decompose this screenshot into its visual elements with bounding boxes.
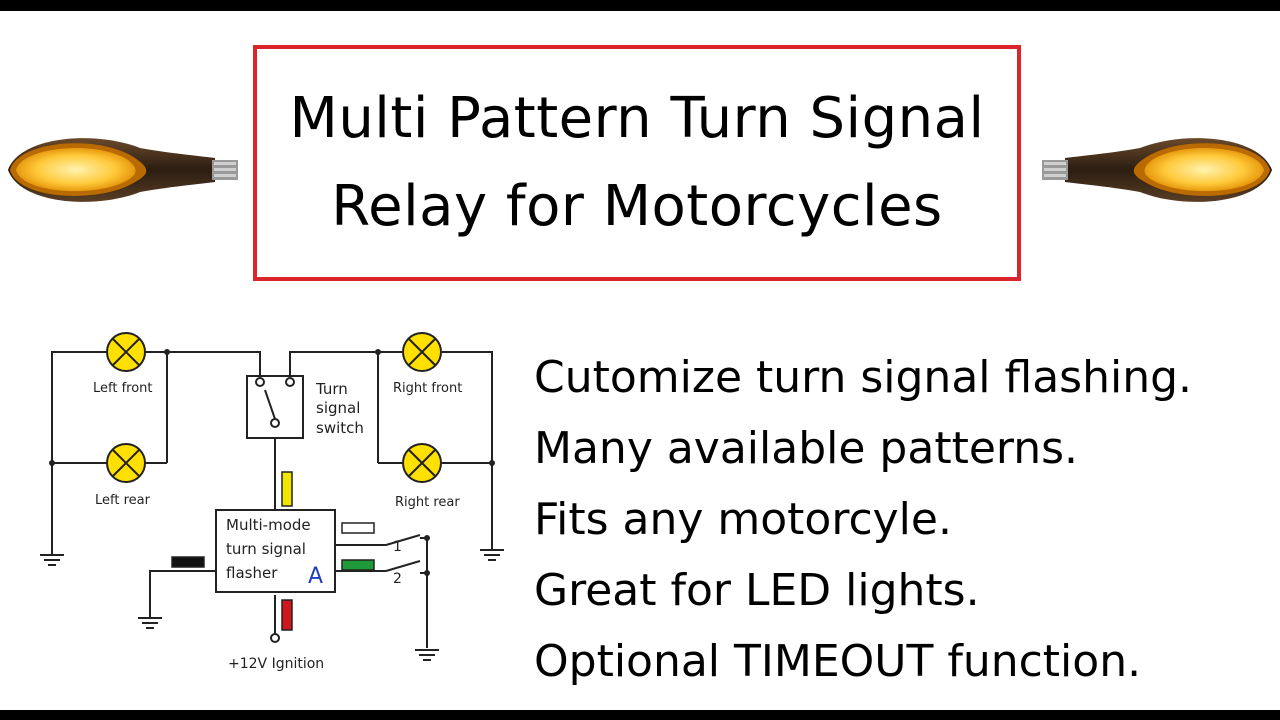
label-left-rear: Left rear (95, 493, 151, 508)
lamp-left-rear (106, 443, 146, 483)
black-wire-tag (171, 556, 205, 568)
turn-signal-switch (246, 375, 304, 439)
power-label: +12V Ignition (228, 656, 324, 672)
ground-symbols (40, 549, 504, 661)
right-turn-signal-image (1042, 138, 1272, 202)
label-left-front: Left front (93, 381, 153, 396)
lamp-left-front (106, 332, 146, 372)
power-terminal (270, 633, 280, 643)
contact-label-1: 1 (393, 539, 402, 555)
switch-label-1: Turn (315, 380, 348, 398)
flasher-label-2: turn signal (226, 540, 306, 558)
feature-list: Cutomize turn signal flashing. Many avai… (534, 342, 1274, 697)
white-wire-tag (341, 522, 375, 534)
bottom-black-bar (0, 710, 1280, 720)
feature-item: Optional TIMEOUT function. (534, 636, 1142, 687)
green-wire-tag (341, 559, 375, 571)
title-frame: Multi Pattern Turn Signal Relay for Moto… (253, 45, 1021, 281)
flasher-box (215, 509, 336, 593)
top-black-bar (0, 0, 1280, 11)
flasher-label-3: flasher (226, 564, 278, 582)
contact-label-2: 2 (393, 571, 402, 587)
feature-item: Cutomize turn signal flashing. (534, 352, 1193, 403)
left-turn-signal-image (8, 138, 238, 202)
label-right-rear: Right rear (395, 495, 460, 510)
lamp-right-rear (402, 443, 442, 483)
title-line-2: Relay for Motorcycles (331, 174, 943, 239)
switch-label-2: signal (316, 399, 360, 417)
yellow-wire-tag (281, 471, 293, 507)
feature-item: Great for LED lights. (534, 565, 980, 616)
red-wire-tag (281, 599, 293, 631)
label-right-front: Right front (393, 381, 462, 396)
flasher-mode-letter: A (308, 564, 323, 589)
feature-item: Many available patterns. (534, 423, 1079, 474)
switch-label-3: switch (316, 419, 364, 437)
feature-item: Fits any motorcyle. (534, 494, 952, 545)
flasher-label-1: Multi-mode (226, 516, 311, 534)
wiring-diagram: Multi-mode turn signal flasher A +12V Ig… (40, 332, 504, 672)
lamp-right-front (402, 332, 442, 372)
title-line-1: Multi Pattern Turn Signal (289, 86, 985, 151)
